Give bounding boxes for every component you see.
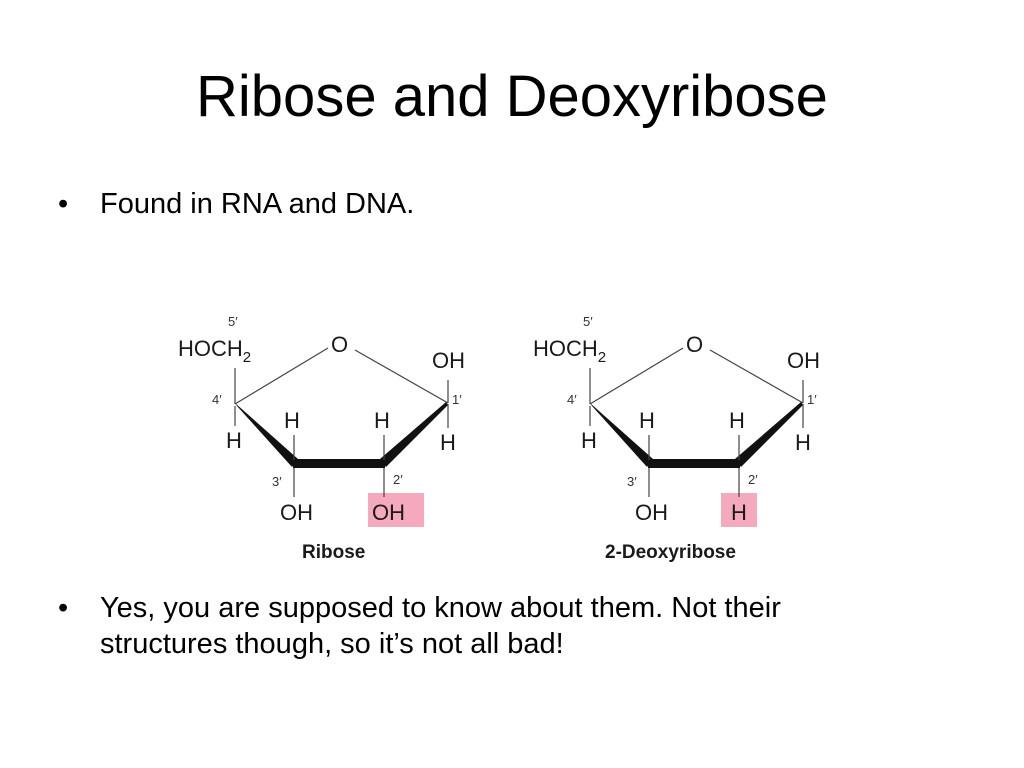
ribose-hoch2-label: HOCH2 xyxy=(178,336,251,366)
ribose-c1-oh: OH xyxy=(432,348,465,373)
deoxyribose-c2-h-upper: H xyxy=(729,408,745,433)
slide-title: Ribose and Deoxyribose xyxy=(196,64,828,129)
bullet-marker: • xyxy=(58,188,69,220)
ribose-c3-h: H xyxy=(284,408,300,433)
deoxyribose-c1-oh: OH xyxy=(787,348,820,373)
deoxyribose-c3-h: H xyxy=(639,408,655,433)
bullet-found-in: • Found in RNA and DNA. xyxy=(58,186,958,226)
deoxyribose-caption: 2-Deoxyribose xyxy=(605,542,736,563)
deoxyribose-bond-c3-c2 xyxy=(648,459,740,468)
bullet-know-about-them: • Yes, you are supposed to know about th… xyxy=(58,590,958,670)
deoxyribose-c2-highlight xyxy=(721,493,757,527)
ribose-c2-highlight xyxy=(368,493,424,527)
deoxyribose-c4-h: H xyxy=(581,428,597,453)
ribose-c1-h: H xyxy=(440,430,456,455)
sugar-structures-figure: HOCH2 O OH H H H H OH OH 5′ 4′ 3′ 2′ 1′ … xyxy=(160,300,860,570)
sugar-structures-svg: HOCH2 O OH H H H H OH OH 5′ 4′ 3′ 2′ 1′ … xyxy=(178,314,820,563)
bullet-marker: • xyxy=(58,592,69,624)
ribose-locant-c5: 5′ xyxy=(228,314,238,329)
ribose-locant-c2: 2′ xyxy=(393,472,403,487)
bullet-text-line-1: Yes, you are supposed to know about them… xyxy=(100,592,781,624)
ribose-bond-c2-c1 xyxy=(380,402,448,467)
ribose-locant-c1: 1′ xyxy=(452,392,462,407)
deoxyribose-c2-h-lower: H xyxy=(731,500,747,525)
ribose-c2-oh: OH xyxy=(372,500,405,525)
deoxyribose-bond-o-c1 xyxy=(709,349,804,404)
deoxyribose-locant-c5: 5′ xyxy=(583,314,593,329)
ribose-locant-c3: 3′ xyxy=(272,474,282,489)
deoxyribose-bond-c4-c3 xyxy=(590,403,653,467)
ribose-c3-oh: OH xyxy=(280,500,313,525)
deoxyribose-c3-oh: OH xyxy=(635,500,668,525)
ribose-locant-c4: 4′ xyxy=(212,392,222,407)
ribose-caption: Ribose xyxy=(302,542,365,563)
deoxyribose-bond-c4-o xyxy=(589,347,684,405)
bullet-text-line: Found in RNA and DNA. xyxy=(100,188,415,220)
bullet-text-line-2: structures though, so it’s not all bad! xyxy=(100,628,564,660)
deoxyribose-c1-h: H xyxy=(795,430,811,455)
deoxyribose-hoch2-label: HOCH2 xyxy=(533,336,606,366)
ribose-bond-c3-c2 xyxy=(293,459,385,468)
deoxyribose-locant-c2: 2′ xyxy=(748,472,758,487)
deoxyribose-structure: HOCH2 O OH H H H H OH H 5′ 4′ 3′ 2′ 1′ 2… xyxy=(533,314,820,563)
ribose-c2-h: H xyxy=(374,408,390,433)
ribose-bond-c4-c3 xyxy=(235,403,298,467)
ribose-bond-c4-o xyxy=(234,347,329,405)
deoxyribose-bond-c2-c1 xyxy=(735,402,803,467)
ribose-c4-h: H xyxy=(226,428,242,453)
ribose-structure: HOCH2 O OH H H H H OH OH 5′ 4′ 3′ 2′ 1′ … xyxy=(178,314,465,563)
ribose-ring-oxygen: O xyxy=(331,332,348,357)
deoxyribose-locant-c3: 3′ xyxy=(627,474,637,489)
deoxyribose-ring-oxygen: O xyxy=(686,332,703,357)
deoxyribose-locant-c4: 4′ xyxy=(567,392,577,407)
deoxyribose-locant-c1: 1′ xyxy=(807,392,817,407)
ribose-bond-o-c1 xyxy=(354,349,449,404)
